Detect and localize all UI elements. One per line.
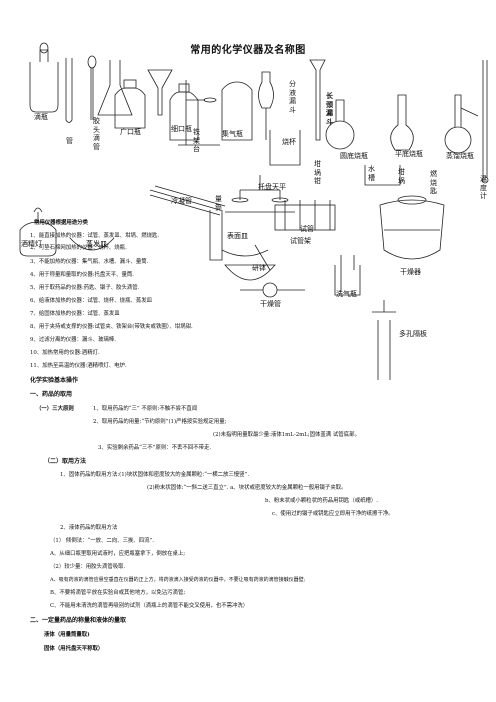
evap-dish-drawing — [69, 237, 115, 251]
label-evap-dish: 蒸发皿 — [86, 240, 107, 248]
watch-glass-drawing — [221, 249, 269, 257]
apparatus-illustration — [19, 42, 489, 380]
tray-balance-drawing — [225, 175, 295, 213]
liquid-line: A、从细口瓶里取用试液时，应把瓶塞拿下，倒放在桌上; — [50, 551, 186, 557]
rule-line: 1、取用药品的“三” 不原则:不触不尝不直闻 — [93, 406, 198, 412]
section-heading: （二）取用方法 — [44, 458, 87, 465]
label-dry-tube: 干燥管 — [260, 300, 281, 308]
beaker-drawing — [269, 130, 301, 166]
label-tube: 管 — [66, 137, 73, 145]
solid-line: 1、固体药品的取用方法:(1)块状固体和密度较大的金属颗粒:“一横二放三慢竖”. — [60, 472, 250, 478]
thermometer-drawing — [481, 60, 489, 184]
flat-flask-drawing — [390, 94, 414, 151]
uses-item: 10、加热常用的仪器:酒精灯. — [30, 350, 100, 356]
uses-item: 8、用于夹持或支撑的仪器:试管夹、铁架台(带铁夹或铁圈）、坩埚钳. — [30, 324, 193, 330]
water-trough-drawing — [364, 165, 401, 186]
rule-line: 2、取用药品的用量:“节约原则”(1)严格按实验规定用量; — [93, 419, 227, 425]
label-watch-glass: 表面皿 — [227, 232, 248, 240]
uses-item: 9、过滤分离的仪器：漏斗、玻璃棒. — [30, 337, 117, 343]
iron-stand-drawing — [178, 80, 220, 146]
condenser-drawing — [149, 185, 226, 216]
label-flat-flask: 平底烧瓶 — [395, 150, 423, 158]
uses-item: 2、可垫石棉网加热的仪器：烧杯、烧瓶. — [30, 245, 127, 251]
rule-line: (2)未指明用量取最少量:液体1mL-2mL;固体盖满 试管底部。 — [213, 432, 360, 438]
subsection-heading: 固体（用托盘天平称取） — [44, 646, 104, 652]
liquid-line: 2、液体药品的取用方法 — [60, 525, 118, 531]
label-test-tube: 试管 — [300, 225, 314, 233]
wash-bottle-drawing — [334, 255, 361, 296]
mortar-drawing — [224, 244, 276, 281]
label-round-flask: 圆底烧瓶 — [340, 152, 368, 160]
desiccator-drawing — [379, 195, 445, 260]
tube-drawing — [65, 58, 73, 123]
wide-mouth-bottle-drawing — [114, 79, 146, 129]
uses-item: 3、不能加热的仪器：集气瓶、水槽、漏斗、量筒. — [30, 259, 149, 265]
dropper-bottle-drawing — [29, 42, 59, 113]
label-long-funnel: 长颈漏斗 — [326, 91, 333, 126]
dropper-drawing — [87, 55, 97, 120]
label-dropper: 胶头滴管 — [93, 117, 100, 151]
subsection-heading: （一）三大原则 — [36, 406, 74, 412]
label-dropper-bottle: 滴瓶 — [34, 113, 48, 121]
rule-line: 3、实验剩余药品“三不”原则：不丢不回不带走. — [98, 445, 212, 451]
label-desiccator: 干燥器 — [400, 268, 421, 276]
dry-tube-drawing — [240, 282, 305, 298]
liquid-line: C、不能用未清洗的滴管再吸别的试剂（滴瓶上的滴管不能交叉使用，也不需冲洗） — [50, 603, 249, 609]
solid-line: c、使用过的镊子或钥匙应立即用干净的纸擦干净。 — [272, 511, 394, 517]
section-heading: 一、药品的取用 — [30, 391, 73, 398]
label-burner-spoon: 燃烧匙 — [430, 170, 437, 196]
subsection-heading: 液体（用量筒量取) — [44, 632, 90, 638]
label-tray-balance: 托盘天平 — [258, 183, 286, 191]
uses-item: 5、用于取药品的仪器:药匙、镊子、胶头滴管. — [30, 285, 140, 291]
solid-line: (2)粉末状固体:“一斜二送三直立”. a、块状或密度较大的金属颗粒一般用镊子夹… — [147, 485, 347, 491]
gas-bottle-drawing — [221, 81, 253, 141]
section-heading: 二、一定量药品的称量和液体的量取 — [30, 617, 127, 624]
label-measuring-cylinder: 量筒 — [215, 195, 222, 212]
test-tube-rack-drawing — [274, 200, 336, 231]
solid-line: b、粉末状或小颗粒状的药品用钥匙（或纸槽）. — [265, 498, 378, 504]
liquid-line: A、吸有药液的滴管应悬空垂直在仪器的正上方，将药液滴入接受药液的仪器中，不要让吸… — [50, 577, 306, 583]
label-gas-bottle: 集气瓶 — [222, 130, 243, 138]
label-test-tube-rack: 试管架 — [290, 237, 311, 245]
uses-item: 11、加热至高温的仪器:酒精喷灯、电炉. — [30, 363, 127, 369]
porous-plate-drawing — [372, 300, 396, 380]
sep-funnel-drawing — [258, 71, 274, 140]
label-wide-mouth: 广口瓶 — [120, 128, 141, 136]
distill-flask-drawing — [444, 94, 479, 154]
uses-item: 7、给固体加热的仪器：试管、蒸发皿 — [30, 311, 120, 317]
round-flask-drawing — [325, 99, 355, 150]
label-tongs: 坩埚钳 — [314, 160, 321, 186]
label-iron-stand: 铁架台 — [193, 128, 200, 154]
label-crucible: 坩埚 — [398, 168, 405, 185]
label-sep-funnel: 分液漏斗 — [289, 80, 296, 114]
label-condenser: 冷凝管 — [171, 197, 192, 205]
label-beaker: 烧杯 — [282, 138, 296, 146]
label-narrow-mouth: 细口瓶 — [171, 125, 192, 133]
liquid-line: （2）较少量：用胶头滴管吸取. — [50, 564, 126, 570]
funnel-drawing — [147, 69, 173, 116]
label-mortar: 研钵 — [252, 264, 266, 272]
alcohol-lamp-drawing — [19, 207, 57, 257]
label-alcohol-lamp: 酒精灯 — [21, 240, 42, 248]
label-thermometer: 温度计 — [480, 175, 487, 201]
label-porous-plate: 多孔隔板 — [399, 330, 427, 338]
ops-heading: 化学实验基本操作 — [30, 377, 79, 384]
uses-heading: 常用仪器根据用途分类 — [34, 220, 88, 226]
uses-item: 6、给液体加热的仪器：试管、烧杯、烧瓶、蒸发皿 — [30, 298, 153, 304]
uses-item: 4、用于称量和量取的仪器:托盘天平、量筒. — [30, 272, 134, 278]
label-distill-flask: 蒸馏烧瓶 — [446, 152, 474, 160]
liquid-line: B、不要将滴管平放在实验台或其他地方，以免沾污滴管; — [50, 590, 186, 596]
label-wash-bottle: 洗气瓶 — [336, 290, 357, 298]
liquid-line: （1） 倾倒法：“一放、二向、三挨、四流”. — [50, 538, 155, 544]
uses-item: 1、能直接加热的仪器：试管、蒸发皿、坩埚、燃烧匙. — [30, 233, 160, 239]
measuring-cylinder-drawing — [209, 210, 223, 261]
long-funnel-drawing — [309, 59, 326, 141]
page-title: 常用的化学仪器及名称图 — [190, 45, 306, 56]
label-water-trough: 水槽 — [368, 165, 375, 182]
